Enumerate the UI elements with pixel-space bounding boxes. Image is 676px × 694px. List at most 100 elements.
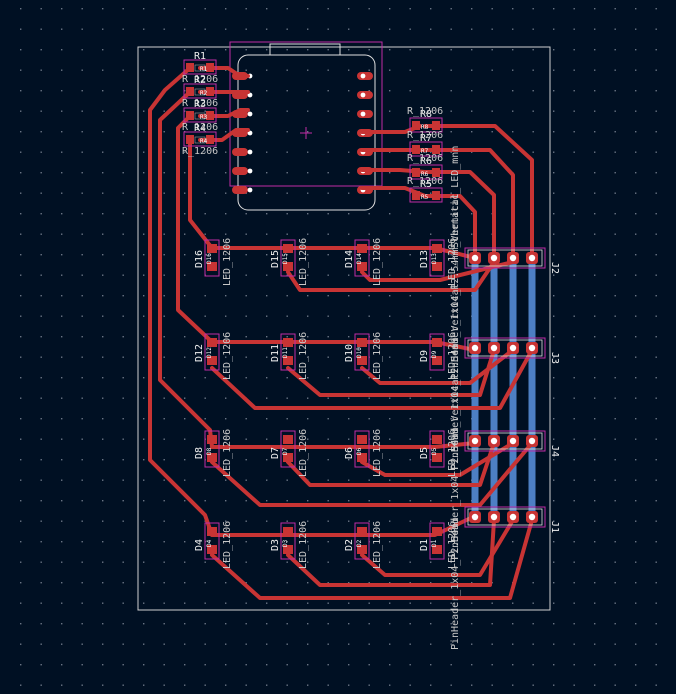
- led-ref-label: D8: [194, 447, 205, 459]
- led-d11[interactable]: [280, 333, 296, 371]
- led-value-label: LED_1206: [447, 429, 458, 477]
- led-value-label: LED_1206: [298, 238, 309, 286]
- connector-pad-hole: [528, 437, 536, 445]
- led-value-label: LED_1206: [447, 332, 458, 380]
- led-ref-label: D9: [419, 350, 430, 362]
- led-value-label: LED_1206: [372, 332, 383, 380]
- led-value-label: LED_1206: [372, 429, 383, 477]
- led-d14[interactable]: [354, 239, 370, 277]
- resistor-r1[interactable]: [183, 59, 217, 75]
- led-pad-label: D3: [282, 539, 289, 547]
- resistor-r8[interactable]: [409, 117, 443, 133]
- led-d9[interactable]: [429, 333, 445, 371]
- led-d8[interactable]: [204, 430, 220, 468]
- connector-pad-hole: [528, 254, 536, 262]
- connector-ref-label: J4: [549, 445, 560, 457]
- mcu-usb-notch: [269, 43, 341, 55]
- resistor-value-label: R_1206: [182, 98, 218, 109]
- mcu-pad-left[interactable]: [232, 148, 248, 156]
- led-pad-label: D13: [431, 253, 438, 264]
- resistor-pad-label: R6: [421, 171, 429, 178]
- led-ref-label: D11: [270, 344, 281, 362]
- led-ref-label: D4: [194, 539, 205, 551]
- led-value-label: LED_1206: [447, 521, 458, 569]
- resistor-r6[interactable]: [409, 164, 443, 180]
- led-d4[interactable]: [204, 522, 220, 560]
- led-value-label: LED_1206: [298, 332, 309, 380]
- connector-pad-hole: [471, 344, 479, 352]
- connector-pad-hole: [490, 344, 498, 352]
- led-d10[interactable]: [354, 333, 370, 371]
- mcu-pad-hole: [247, 187, 253, 193]
- connector-j3[interactable]: [464, 337, 546, 359]
- mcu-pad-hole: [247, 111, 253, 117]
- led-d16[interactable]: [204, 239, 220, 277]
- connector-j4[interactable]: [464, 430, 546, 452]
- resistor-pad-label: R2: [200, 90, 208, 97]
- led-ref-label: D16: [194, 250, 205, 268]
- resistor-r7[interactable]: [409, 141, 443, 157]
- led-ref-label: D1: [419, 539, 430, 551]
- resistor-ref-label: R3: [194, 99, 206, 110]
- led-pad-label: D4: [206, 539, 213, 547]
- led-ref-label: D14: [344, 250, 355, 268]
- led-ref-label: D2: [344, 539, 355, 551]
- resistor-ref-label: R2: [194, 75, 206, 86]
- led-pad-label: D14: [356, 253, 363, 264]
- mcu-module-footprint[interactable]: [229, 41, 383, 211]
- mcu-pad-left[interactable]: [232, 167, 248, 175]
- fp-label: PinHeader_1x04_P2.54mm: [450, 518, 461, 650]
- connector-ref-label: J3: [549, 352, 560, 364]
- connector-pad-hole: [490, 513, 498, 521]
- led-d13[interactable]: [429, 239, 445, 277]
- resistor-value-label: R_1206: [182, 146, 218, 157]
- led-ref-label: D6: [344, 447, 355, 459]
- mcu-pad-left[interactable]: [232, 186, 248, 194]
- led-ref-label: D7: [270, 447, 281, 459]
- resistor-ref-label: R5: [420, 179, 432, 190]
- led-d15[interactable]: [280, 239, 296, 277]
- resistor-r3[interactable]: [183, 107, 217, 123]
- resistor-ref-label: R7: [420, 133, 432, 144]
- led-value-label: LED_1206: [298, 429, 309, 477]
- resistor-ref-label: R8: [420, 109, 432, 120]
- led-d1[interactable]: [429, 522, 445, 560]
- resistor-r5[interactable]: [409, 187, 443, 203]
- resistor-pad-label: R4: [200, 138, 208, 145]
- resistor-pad-label: R3: [200, 114, 208, 121]
- led-value-label: LED_1206: [222, 332, 233, 380]
- connector-pad-hole: [509, 513, 517, 521]
- resistor-pad-label: R7: [421, 148, 429, 155]
- led-d12[interactable]: [204, 333, 220, 371]
- connector-pad-hole: [471, 437, 479, 445]
- connector-ref-label: J1: [549, 521, 560, 533]
- led-pad-label: D9: [431, 350, 438, 358]
- connector-j2[interactable]: [464, 247, 546, 269]
- led-d7[interactable]: [280, 430, 296, 468]
- led-ref-label: D5: [419, 447, 430, 459]
- connector-j1[interactable]: [464, 506, 546, 528]
- mcu-pad-hole: [360, 111, 366, 117]
- fp-label: PinHeader_1x04_P2.54mm_Vertical: [450, 283, 461, 470]
- led-pad-label: D2: [356, 539, 363, 547]
- led-value-label: LED_1206: [222, 521, 233, 569]
- led-d6[interactable]: [354, 430, 370, 468]
- led-value-label: LED_1206: [372, 238, 383, 286]
- led-d2[interactable]: [354, 522, 370, 560]
- led-value-label: LED_1206: [298, 521, 309, 569]
- connector-pad-hole: [471, 513, 479, 521]
- connector-pad-hole: [471, 254, 479, 262]
- resistor-pad-label: R1: [200, 66, 208, 73]
- led-d3[interactable]: [280, 522, 296, 560]
- led-d5[interactable]: [429, 430, 445, 468]
- resistor-r2[interactable]: [183, 83, 217, 99]
- fp-label: PinHeader_1x04_P2.54mm_Vertical: [450, 193, 461, 380]
- resistor-value-label: R_1206: [407, 106, 443, 117]
- led-pad-label: D15: [282, 253, 289, 264]
- connector-pad-hole: [528, 513, 536, 521]
- led-pad-label: D11: [282, 347, 289, 358]
- resistor-value-label: R_1206: [407, 176, 443, 187]
- led-ref-label: D13: [419, 250, 430, 268]
- resistor-r4[interactable]: [183, 131, 217, 147]
